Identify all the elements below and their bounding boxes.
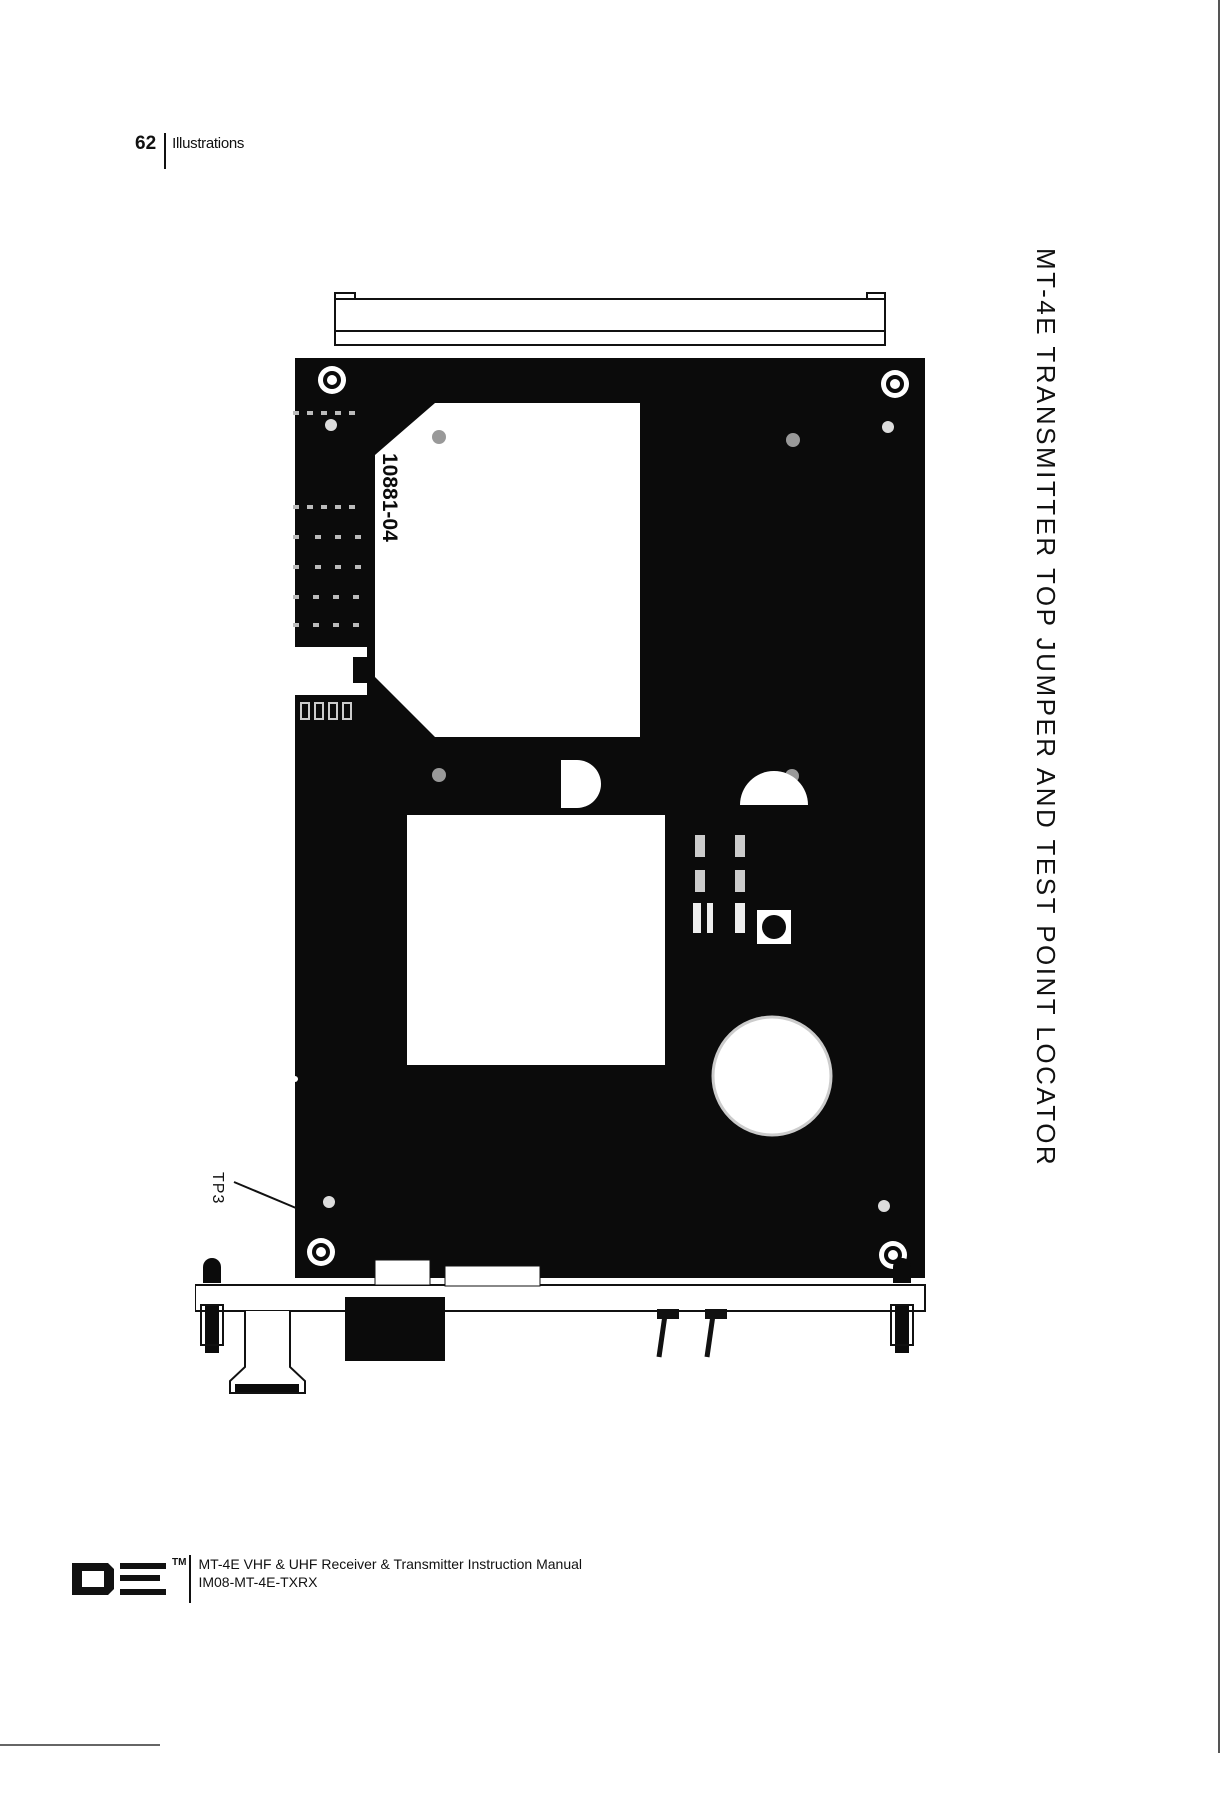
figure-title: MT-4E TRANSMITTER TOP JUMPER AND TEST PO…: [1031, 248, 1061, 1168]
right-components: [693, 835, 745, 933]
scan-artifact-line: [0, 1744, 160, 1746]
battery-coin-cell: [711, 1015, 833, 1137]
top-connector: [334, 292, 886, 346]
footer-text: MT-4E VHF & UHF Receiver & Transmitter I…: [198, 1555, 582, 1591]
mounting-holes: [307, 366, 909, 1269]
page-edge-line: [1218, 0, 1220, 1753]
board-illustration: 10881-04: [195, 285, 1035, 1805]
company-logo: [72, 1563, 166, 1595]
section-title: Illustrations: [172, 135, 245, 152]
board-svg: 10881-04: [195, 292, 926, 1394]
header-divider: [164, 133, 167, 169]
jumper-headers: [293, 411, 800, 783]
page-number: 62: [135, 133, 157, 154]
manual-title: MT-4E VHF & UHF Receiver & Transmitter I…: [198, 1556, 583, 1572]
tp3-label: TP3: [209, 1172, 226, 1205]
trademark-mark: TM: [172, 1557, 187, 1568]
front-panel: [195, 1258, 926, 1394]
lower-shield: [407, 815, 665, 1065]
footer-divider: [189, 1555, 192, 1603]
half-round-component: [740, 771, 808, 805]
page-header: 62 Illustrations: [135, 133, 244, 169]
page-footer: TM MT-4E VHF & UHF Receiver & Transmitte…: [70, 1555, 582, 1603]
board-label: 10881-04: [378, 453, 401, 542]
d-component: [561, 760, 601, 808]
upper-shield: [375, 403, 640, 737]
tp3-leader-line: [233, 1181, 297, 1209]
document-id: IM08-MT-4E-TXRX: [198, 1574, 318, 1590]
tp3-test-point: [292, 1076, 298, 1082]
header-pins: [300, 702, 352, 720]
